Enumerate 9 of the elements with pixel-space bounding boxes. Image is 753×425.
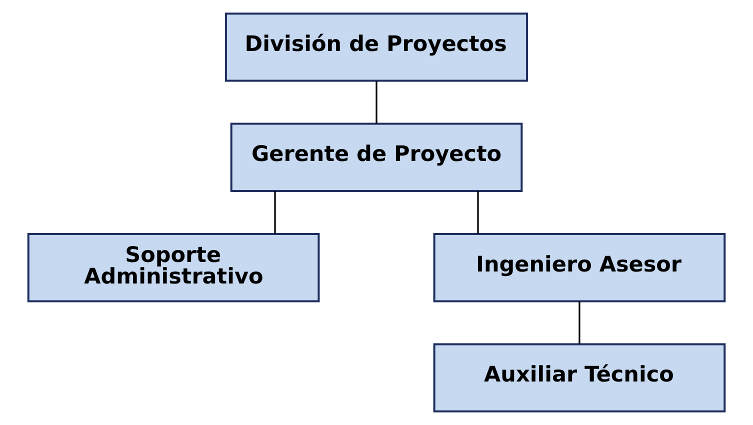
connector	[578, 301, 580, 344]
node-box: Soporte Administrativo	[27, 233, 320, 302]
connector	[274, 191, 276, 234]
node-box: Ingeniero Asesor	[433, 233, 726, 302]
connector	[376, 80, 378, 124]
node-box: Gerente de Proyecto	[230, 122, 523, 192]
connector	[477, 191, 479, 234]
node-box: Auxiliar Técnico	[433, 343, 726, 412]
node-box: División de Proyectos	[224, 12, 528, 82]
